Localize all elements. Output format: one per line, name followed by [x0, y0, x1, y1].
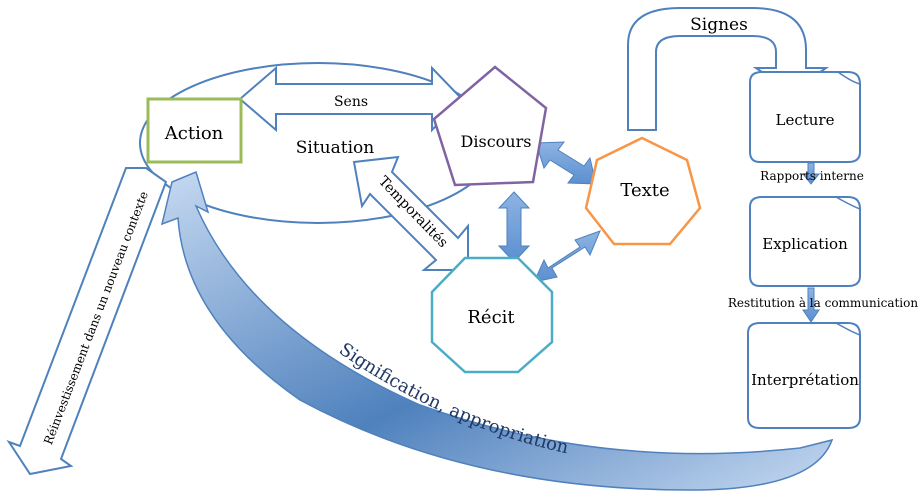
discours-label: Discours — [461, 132, 532, 151]
discours-texte-arrow — [535, 141, 597, 185]
lecture-explication-arrow — [801, 162, 821, 185]
signification-arrow — [160, 170, 834, 491]
texte-label: Texte — [620, 180, 669, 201]
sens-label: Sens — [334, 94, 368, 110]
lecture-label: Lecture — [776, 111, 835, 129]
rapports-interne-label: Rapports interne — [760, 169, 864, 183]
recit-label: Récit — [467, 307, 515, 328]
reinvestissement-label: Réinvestissement dans un nouveau context… — [41, 189, 151, 446]
signes-label: Signes — [690, 15, 748, 35]
interpretation-scroll — [747, 322, 861, 429]
explication-interpretation-arrow — [802, 287, 820, 323]
lecture-scroll-curl — [837, 71, 861, 85]
texte-heptagon — [584, 136, 702, 246]
explication-label: Explication — [762, 235, 848, 253]
reinvestissement-arrow — [6, 167, 168, 476]
temporalites-label: Temporalités — [375, 173, 451, 251]
explication-scroll — [749, 196, 861, 287]
lecture-scroll — [749, 71, 861, 163]
action-box — [146, 97, 243, 164]
discours-pentagon — [432, 65, 548, 187]
signes-arrow — [627, 7, 830, 131]
situation-label: Situation — [296, 138, 375, 158]
action-label: Action — [164, 123, 224, 144]
explication-scroll-curl — [835, 196, 861, 210]
interpretation-scroll-curl — [835, 322, 861, 336]
interpretation-label: Interprétation — [751, 371, 859, 389]
recit-octagon — [430, 256, 554, 374]
restitution-label: Restitution à la communication — [728, 296, 918, 310]
texte-recit-arrow — [533, 230, 601, 283]
discours-recit-arrow — [497, 191, 531, 263]
